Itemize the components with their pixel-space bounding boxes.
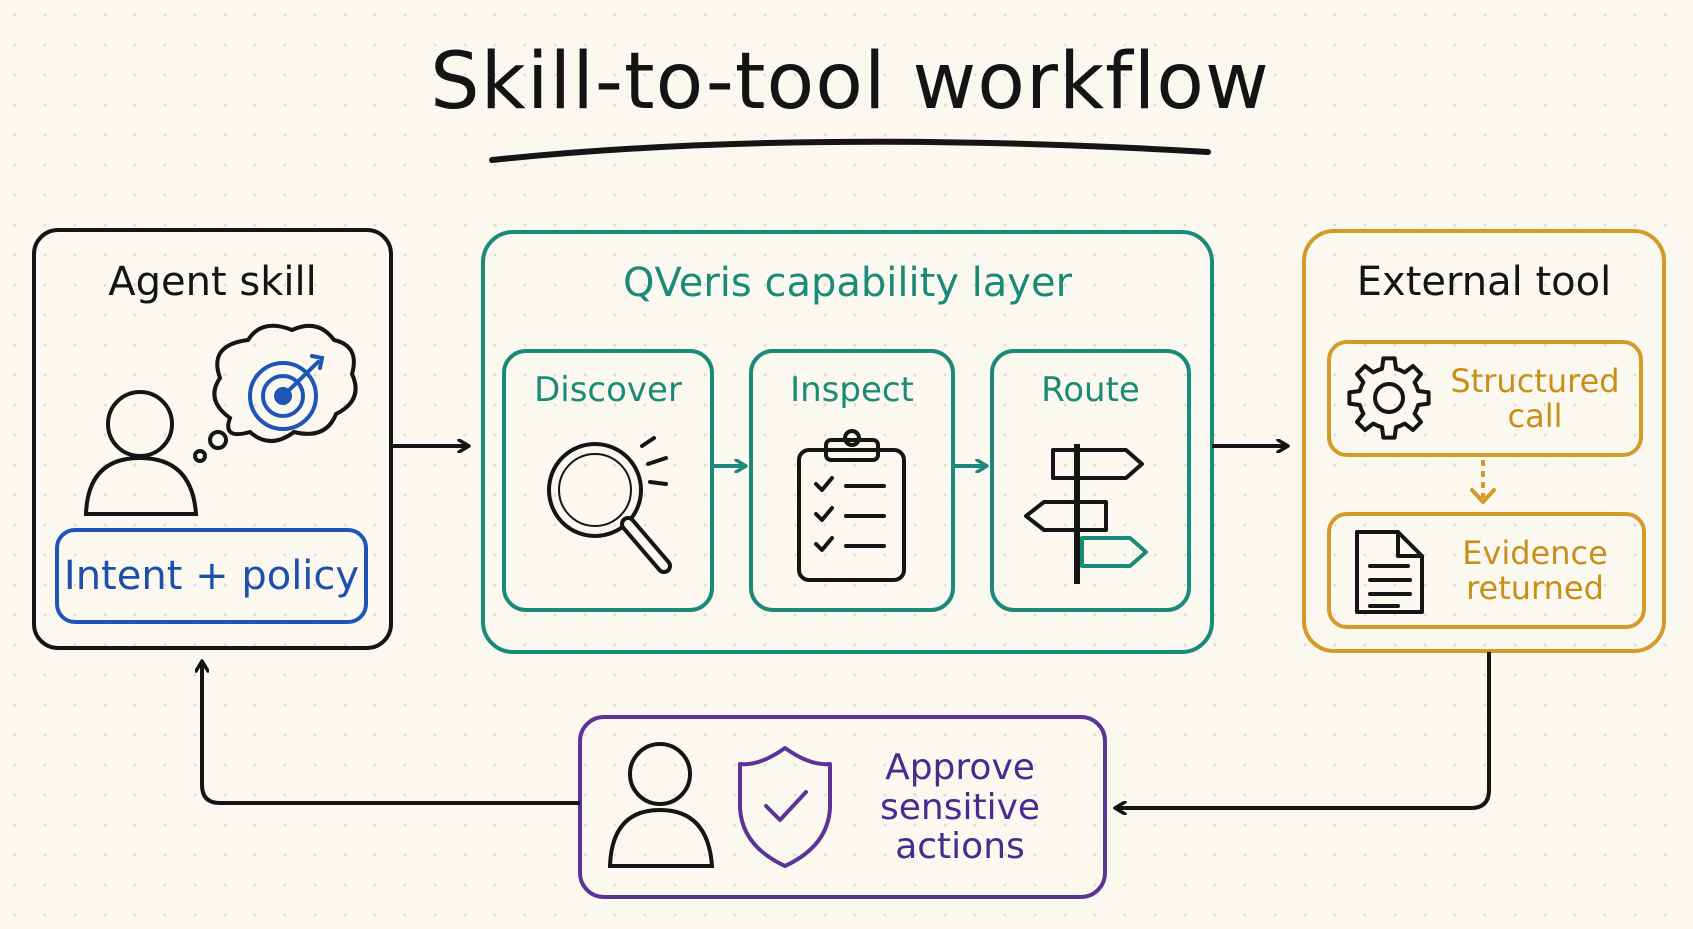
approval-box bbox=[578, 715, 1107, 899]
inspect-label: Inspect bbox=[790, 370, 914, 410]
structured-call-box bbox=[1327, 340, 1643, 457]
document-icon bbox=[1355, 530, 1424, 614]
discover-label: Discover bbox=[534, 370, 682, 410]
approve-sensitive-actions-label: Approve sensitive actions bbox=[879, 747, 1041, 868]
capability-heading: QVeris capability layer bbox=[622, 260, 1073, 306]
arrow-external-to-approval bbox=[1116, 652, 1491, 808]
target-icon bbox=[248, 354, 325, 431]
intent-policy-box bbox=[55, 528, 368, 624]
arrow-approval-to-agent bbox=[202, 662, 580, 805]
gear-icon bbox=[1347, 356, 1431, 440]
intent-policy-label: Intent + policy bbox=[63, 553, 360, 599]
structured-call-label: Structured call bbox=[1450, 362, 1620, 436]
diagram-title: Skill-to-tool workflow bbox=[430, 37, 1270, 127]
external-tool-box bbox=[1302, 229, 1666, 653]
magnifier-icon bbox=[547, 436, 672, 574]
agent-skill-heading: Agent skill bbox=[108, 259, 317, 305]
inspect-box bbox=[749, 349, 955, 612]
agent-skill-box bbox=[32, 228, 393, 650]
route-box bbox=[990, 349, 1191, 612]
evidence-returned-box bbox=[1327, 512, 1646, 629]
external-tool-heading: External tool bbox=[1356, 259, 1612, 305]
clipboard-checklist-icon bbox=[797, 429, 906, 582]
capability-layer-box bbox=[481, 230, 1214, 654]
route-label: Route bbox=[1041, 370, 1140, 410]
approver-person-icon bbox=[607, 742, 715, 868]
discover-box bbox=[502, 349, 714, 612]
title-underline bbox=[489, 138, 1211, 163]
person-icon bbox=[83, 390, 199, 516]
evidence-returned-label: Evidence returned bbox=[1462, 534, 1608, 608]
shield-check-icon bbox=[738, 746, 832, 868]
thought-bubble-icon bbox=[193, 323, 358, 463]
signpost-icon bbox=[1024, 444, 1148, 584]
